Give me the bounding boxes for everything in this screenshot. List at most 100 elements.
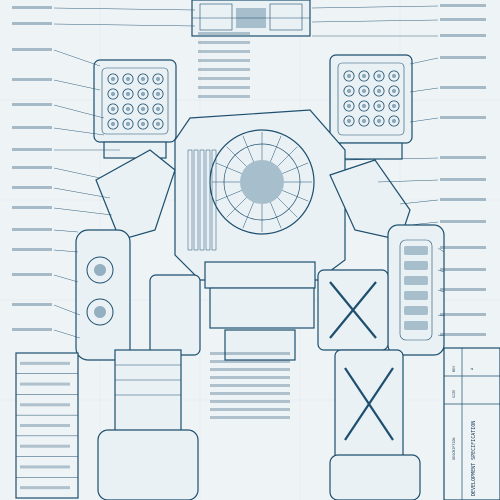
- torso-rib: [205, 149, 211, 251]
- callout-leader: [53, 7, 196, 11]
- title-block-labels: REV A SIZE DESCRIPTION DEVELOPMENT SPECI…: [452, 366, 477, 496]
- callout-label-bar: [440, 313, 486, 316]
- callout-label-bar: [198, 86, 250, 89]
- launcher-tube-core: [346, 73, 352, 79]
- callout-leader: [437, 314, 445, 317]
- launcher-tube-core: [140, 121, 146, 127]
- launcher-tube-core: [110, 91, 116, 97]
- launcher-tube: [152, 103, 164, 115]
- callout-label-bar: [12, 328, 52, 331]
- launcher-tube-core: [361, 118, 367, 124]
- barrel-segment: [404, 276, 428, 285]
- side-table-cell: [20, 382, 70, 386]
- callout-leader: [53, 207, 113, 216]
- launcher-tube: [122, 103, 134, 115]
- torso-spoke: [270, 202, 282, 229]
- launcher-tube: [137, 73, 149, 85]
- callout-leader: [53, 229, 79, 233]
- torso-rib: [211, 149, 217, 251]
- launcher-tube-core: [155, 91, 161, 97]
- callout-leader: [409, 221, 439, 226]
- callout-label-bar: [198, 77, 250, 80]
- callout-label-bar: [440, 34, 486, 37]
- launcher-tube: [358, 100, 370, 112]
- callout-label-bar: [210, 384, 290, 387]
- launcher-tube-core: [155, 76, 161, 82]
- title-size-label: SIZE: [452, 390, 456, 398]
- torso-spoke: [270, 135, 282, 162]
- right-arm-actuator: [329, 159, 445, 356]
- torso-spoke: [277, 197, 298, 218]
- launcher-tube-core: [361, 88, 367, 94]
- barrel-segment: [404, 321, 428, 330]
- launcher-tube: [343, 100, 355, 112]
- launcher-tube-core: [125, 91, 131, 97]
- right-leg-assembly: [317, 269, 421, 500]
- callout-label-bar: [198, 32, 250, 35]
- callout-leader: [399, 199, 439, 205]
- launcher-tube-core: [361, 103, 367, 109]
- callout-label-bar: [210, 376, 290, 379]
- barrel-segment: [404, 246, 428, 255]
- launcher-tube-core: [346, 118, 352, 124]
- launcher-tube: [137, 118, 149, 130]
- callout-label-bar: [440, 116, 486, 119]
- callout-label-bar: [440, 333, 486, 336]
- side-table-cell: [20, 444, 70, 448]
- callout-leader: [53, 49, 101, 67]
- head-sensor-module: [191, 0, 311, 37]
- launcher-tube: [388, 70, 400, 82]
- callout-label-bar: [440, 156, 486, 159]
- launcher-tube: [152, 118, 164, 130]
- callout-annotations: [12, 4, 486, 419]
- torso-spoke: [226, 197, 247, 218]
- launcher-tube-core: [140, 91, 146, 97]
- callout-leader: [53, 167, 101, 179]
- callout-leader: [409, 117, 439, 123]
- launcher-tube: [358, 115, 370, 127]
- torso-spoke: [215, 162, 242, 174]
- launcher-tube-core: [346, 103, 352, 109]
- callout-label-bar: [210, 352, 290, 355]
- torso-rib: [187, 149, 193, 251]
- callout-leader: [53, 127, 105, 136]
- launcher-tube: [107, 73, 119, 85]
- callout-leader: [311, 19, 439, 23]
- launcher-tube: [388, 85, 400, 97]
- right-launcher-tube-grid: [343, 70, 400, 127]
- callout-label-bar: [12, 22, 52, 25]
- launcher-tube: [358, 70, 370, 82]
- launcher-tube-core: [140, 76, 146, 82]
- callout-label-bar: [210, 368, 290, 371]
- launcher-tube: [152, 88, 164, 100]
- torso-spoke: [282, 190, 309, 202]
- launcher-tube: [388, 100, 400, 112]
- left-leg-assembly: [97, 274, 201, 500]
- torso-rib: [199, 149, 205, 251]
- callout-leader: [437, 269, 445, 273]
- right-missile-launcher-pod: [329, 54, 413, 160]
- callout-leader: [437, 247, 445, 253]
- launcher-tube-core: [376, 103, 382, 109]
- title-block: REV A SIZE DESCRIPTION DEVELOPMENT SPECI…: [443, 347, 500, 500]
- launcher-tube: [122, 73, 134, 85]
- launcher-tube-core: [125, 121, 131, 127]
- callout-label-bar: [440, 56, 486, 59]
- torso-spoke: [277, 146, 298, 167]
- callout-label-bar: [12, 228, 52, 231]
- left-launcher-tube-grid: [107, 73, 164, 130]
- launcher-tube-core: [125, 106, 131, 112]
- launcher-tube-core: [110, 106, 116, 112]
- callout-leader: [437, 289, 445, 293]
- callout-leader: [53, 23, 196, 27]
- launcher-tube-core: [155, 106, 161, 112]
- title-rev-label: REV: [452, 366, 456, 372]
- launcher-tube-core: [391, 73, 397, 79]
- launcher-tube-core: [376, 88, 382, 94]
- callout-label-bar: [12, 186, 52, 189]
- callout-label-bar: [198, 41, 250, 44]
- launcher-tube-core: [376, 118, 382, 124]
- callout-label-bar: [440, 4, 486, 7]
- callout-label-bar: [440, 178, 486, 181]
